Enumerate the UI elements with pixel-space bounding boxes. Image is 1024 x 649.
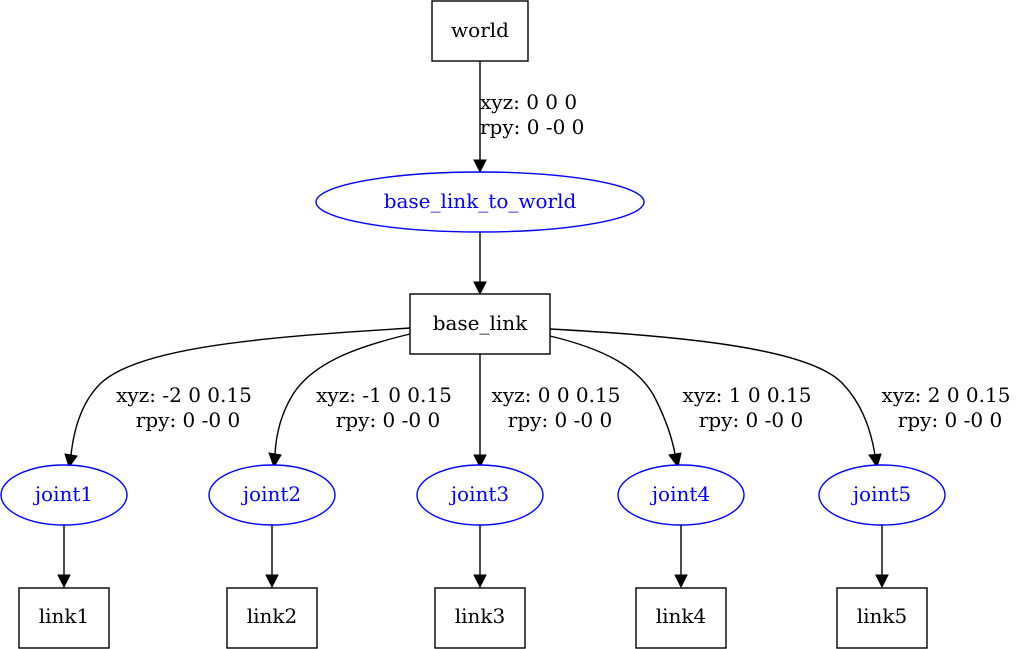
link-node-link3[interactable]: link3 [434, 587, 526, 649]
joint-node-base-link-to-world[interactable]: base_link_to_world [315, 171, 645, 233]
link-node-link1[interactable]: link1 [18, 587, 110, 649]
edge-label-rpy: rpy: 0 -0 0 [898, 408, 1002, 432]
link-box [434, 587, 526, 649]
edge-label-xyz: xyz: 0 0 0 [480, 90, 577, 114]
joint-node-joint5[interactable]: joint5 [818, 464, 946, 526]
edge-label-xyz: xyz: -1 0 0.15 [316, 383, 452, 407]
arrowhead [473, 281, 487, 296]
link-label: base_link [433, 311, 529, 335]
link-label: link4 [656, 604, 707, 628]
edge-label-xyz: xyz: 2 0 0.15 [882, 383, 1011, 407]
edge-joint4-to-link4 [674, 525, 688, 589]
link-node-link4[interactable]: link4 [635, 587, 727, 649]
arrowhead [875, 574, 889, 589]
joint-node-joint1[interactable]: joint1 [0, 464, 128, 526]
edge-joint1-to-link1 [57, 525, 71, 589]
joint-nodes: base_link_to_world joint1 joint2 joint3 … [0, 171, 946, 526]
edge-line [70, 327, 411, 456]
link-label: link1 [39, 604, 90, 628]
arrowhead [57, 574, 71, 589]
edge-joint3-to-link3 [473, 525, 487, 589]
edge-label-rpy: rpy: 0 -0 0 [699, 408, 803, 432]
link-label: link3 [455, 604, 506, 628]
link-node-world[interactable]: world [431, 0, 529, 62]
edge-label-rpy: rpy: 0 -0 0 [336, 408, 440, 432]
joint-ellipse [416, 464, 544, 526]
arrowhead [868, 453, 882, 469]
joint-label: joint2 [241, 482, 301, 506]
link-box [409, 293, 551, 355]
arrowhead [265, 574, 279, 589]
arrowhead [64, 453, 78, 469]
link-label: link2 [247, 604, 298, 628]
edge-base-link-to-joint3 [473, 354, 487, 469]
arrowhead [674, 574, 688, 589]
edge-label-rpy: rpy: 0 -0 0 [480, 115, 584, 139]
arrowhead [668, 452, 682, 469]
arrowhead [473, 159, 487, 174]
link-box [18, 587, 110, 649]
joint-label: joint3 [449, 482, 509, 506]
edge-line [274, 333, 411, 455]
link-node-link2[interactable]: link2 [226, 587, 318, 649]
edge-base-link-to-joint4 [549, 335, 682, 469]
joint-ellipse [0, 464, 128, 526]
link-node-base-link[interactable]: base_link [409, 293, 551, 355]
edge-base-link-to-world-to-base-link [473, 232, 487, 296]
edge-labels: xyz: 0 0 0 rpy: 0 -0 0 xyz: -2 0 0.15 rp… [116, 90, 1010, 432]
link-label: link5 [857, 604, 908, 628]
joint-ellipse [818, 464, 946, 526]
edge-label-xyz: xyz: 1 0 0.15 [683, 383, 812, 407]
edge-label-xyz: xyz: 0 0 0.15 [492, 383, 621, 407]
link-nodes: world base_link link1 link2 link3 link4 … [18, 0, 928, 649]
joint-ellipse [315, 171, 645, 233]
link-box [431, 0, 529, 62]
link-box [635, 587, 727, 649]
joint-ellipse [617, 464, 745, 526]
arrowhead [473, 574, 487, 589]
joint-node-joint2[interactable]: joint2 [208, 464, 336, 526]
joint-node-joint3[interactable]: joint3 [416, 464, 544, 526]
edge-label-xyz: xyz: -2 0 0.15 [116, 383, 252, 407]
joint-label: joint1 [33, 482, 93, 506]
link-box [226, 587, 318, 649]
arrowhead [268, 452, 282, 469]
link-node-link5[interactable]: link5 [836, 587, 928, 649]
joint-node-joint4[interactable]: joint4 [617, 464, 745, 526]
edge-joint2-to-link2 [265, 525, 279, 589]
edges [57, 61, 889, 589]
edge-line [549, 335, 676, 455]
joint-label: joint4 [650, 482, 710, 506]
joint-label: base_link_to_world [384, 189, 577, 213]
edge-base-link-to-joint2 [268, 333, 411, 469]
edge-base-link-to-joint5 [549, 328, 882, 469]
link-box [836, 587, 928, 649]
edge-label-rpy: rpy: 0 -0 0 [136, 408, 240, 432]
arrowhead [473, 454, 487, 469]
joint-ellipse [208, 464, 336, 526]
joint-label: joint5 [851, 482, 911, 506]
edge-world-to-base-link-to-world [473, 61, 487, 174]
edge-joint5-to-link5 [875, 525, 889, 589]
edge-line [549, 328, 876, 456]
link-label: world [451, 18, 509, 42]
edge-base-link-to-joint1 [64, 327, 411, 469]
edge-label-rpy: rpy: 0 -0 0 [508, 408, 612, 432]
